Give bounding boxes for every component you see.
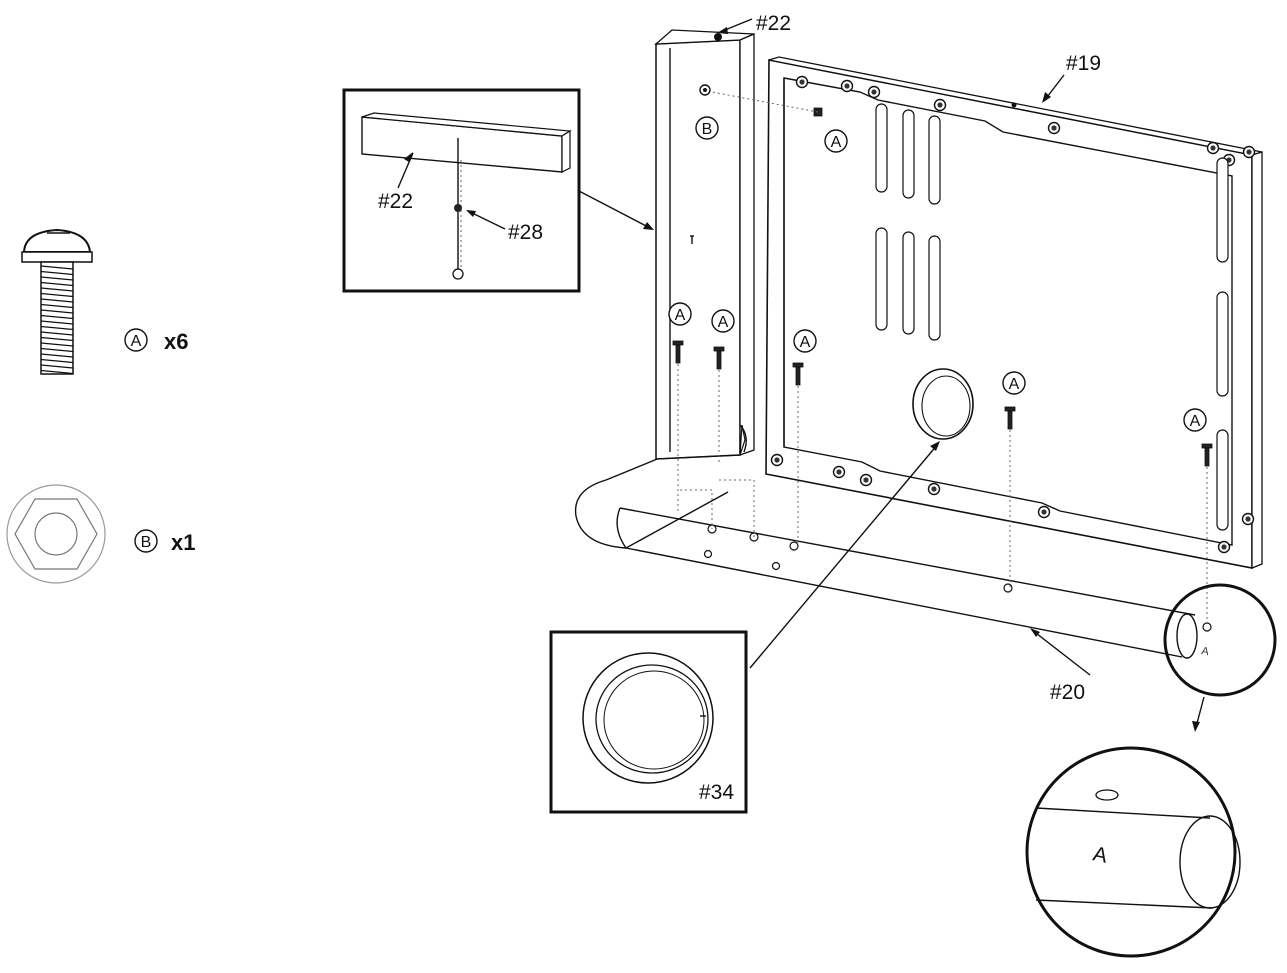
callout-letter: B bbox=[702, 121, 713, 138]
legend-letter-b: B bbox=[141, 534, 152, 551]
bolt-icon bbox=[1004, 406, 1016, 430]
stamp-small: A bbox=[1200, 645, 1210, 658]
callout-a-4: A bbox=[1183, 408, 1213, 467]
callout-a-2: A bbox=[792, 329, 817, 386]
label-28: #28 bbox=[508, 221, 543, 244]
callout-b-6: B bbox=[695, 116, 719, 140]
hardware-legend: A x6 B x1 bbox=[6, 228, 195, 584]
bolt-icon bbox=[1201, 443, 1213, 467]
callout-letter: A bbox=[1009, 376, 1020, 393]
callout-letter: A bbox=[831, 134, 842, 151]
screw-icon bbox=[21, 228, 93, 375]
upright-post-22 bbox=[654, 29, 755, 460]
label-19: #19 bbox=[1066, 52, 1101, 75]
callout-a-3: A bbox=[1002, 371, 1026, 430]
bolt-icon bbox=[713, 346, 725, 370]
legend-count-b: x1 bbox=[171, 530, 195, 555]
label-top-22: #22 bbox=[756, 12, 791, 35]
inset-ring-34: #34 bbox=[549, 630, 748, 814]
frame-panel-19 bbox=[765, 56, 1263, 569]
stamp-large: A bbox=[1091, 842, 1109, 867]
screw-callouts: A A A A A A B bbox=[668, 91, 1213, 627]
callout-letter: A bbox=[718, 314, 729, 331]
legend-count-a: x6 bbox=[164, 329, 188, 354]
callout-letter: A bbox=[675, 307, 686, 324]
callout-a-1: A bbox=[711, 309, 735, 370]
hex-nut-icon bbox=[6, 484, 106, 584]
inset-bar-detail: #22 #28 bbox=[342, 88, 581, 293]
callout-a-0: A bbox=[668, 302, 692, 364]
tube-end-magnifier: A A bbox=[1025, 583, 1277, 958]
callout-letter: A bbox=[800, 334, 811, 351]
base-tube-20 bbox=[574, 429, 1212, 659]
label-34: #34 bbox=[699, 781, 734, 804]
bolt-icon bbox=[792, 362, 804, 386]
legend-letter-a: A bbox=[131, 333, 142, 350]
bolt-icon bbox=[672, 340, 684, 364]
callout-letter: A bbox=[1190, 413, 1201, 430]
label-inset-22: #22 bbox=[378, 190, 413, 213]
label-20: #20 bbox=[1050, 681, 1085, 704]
